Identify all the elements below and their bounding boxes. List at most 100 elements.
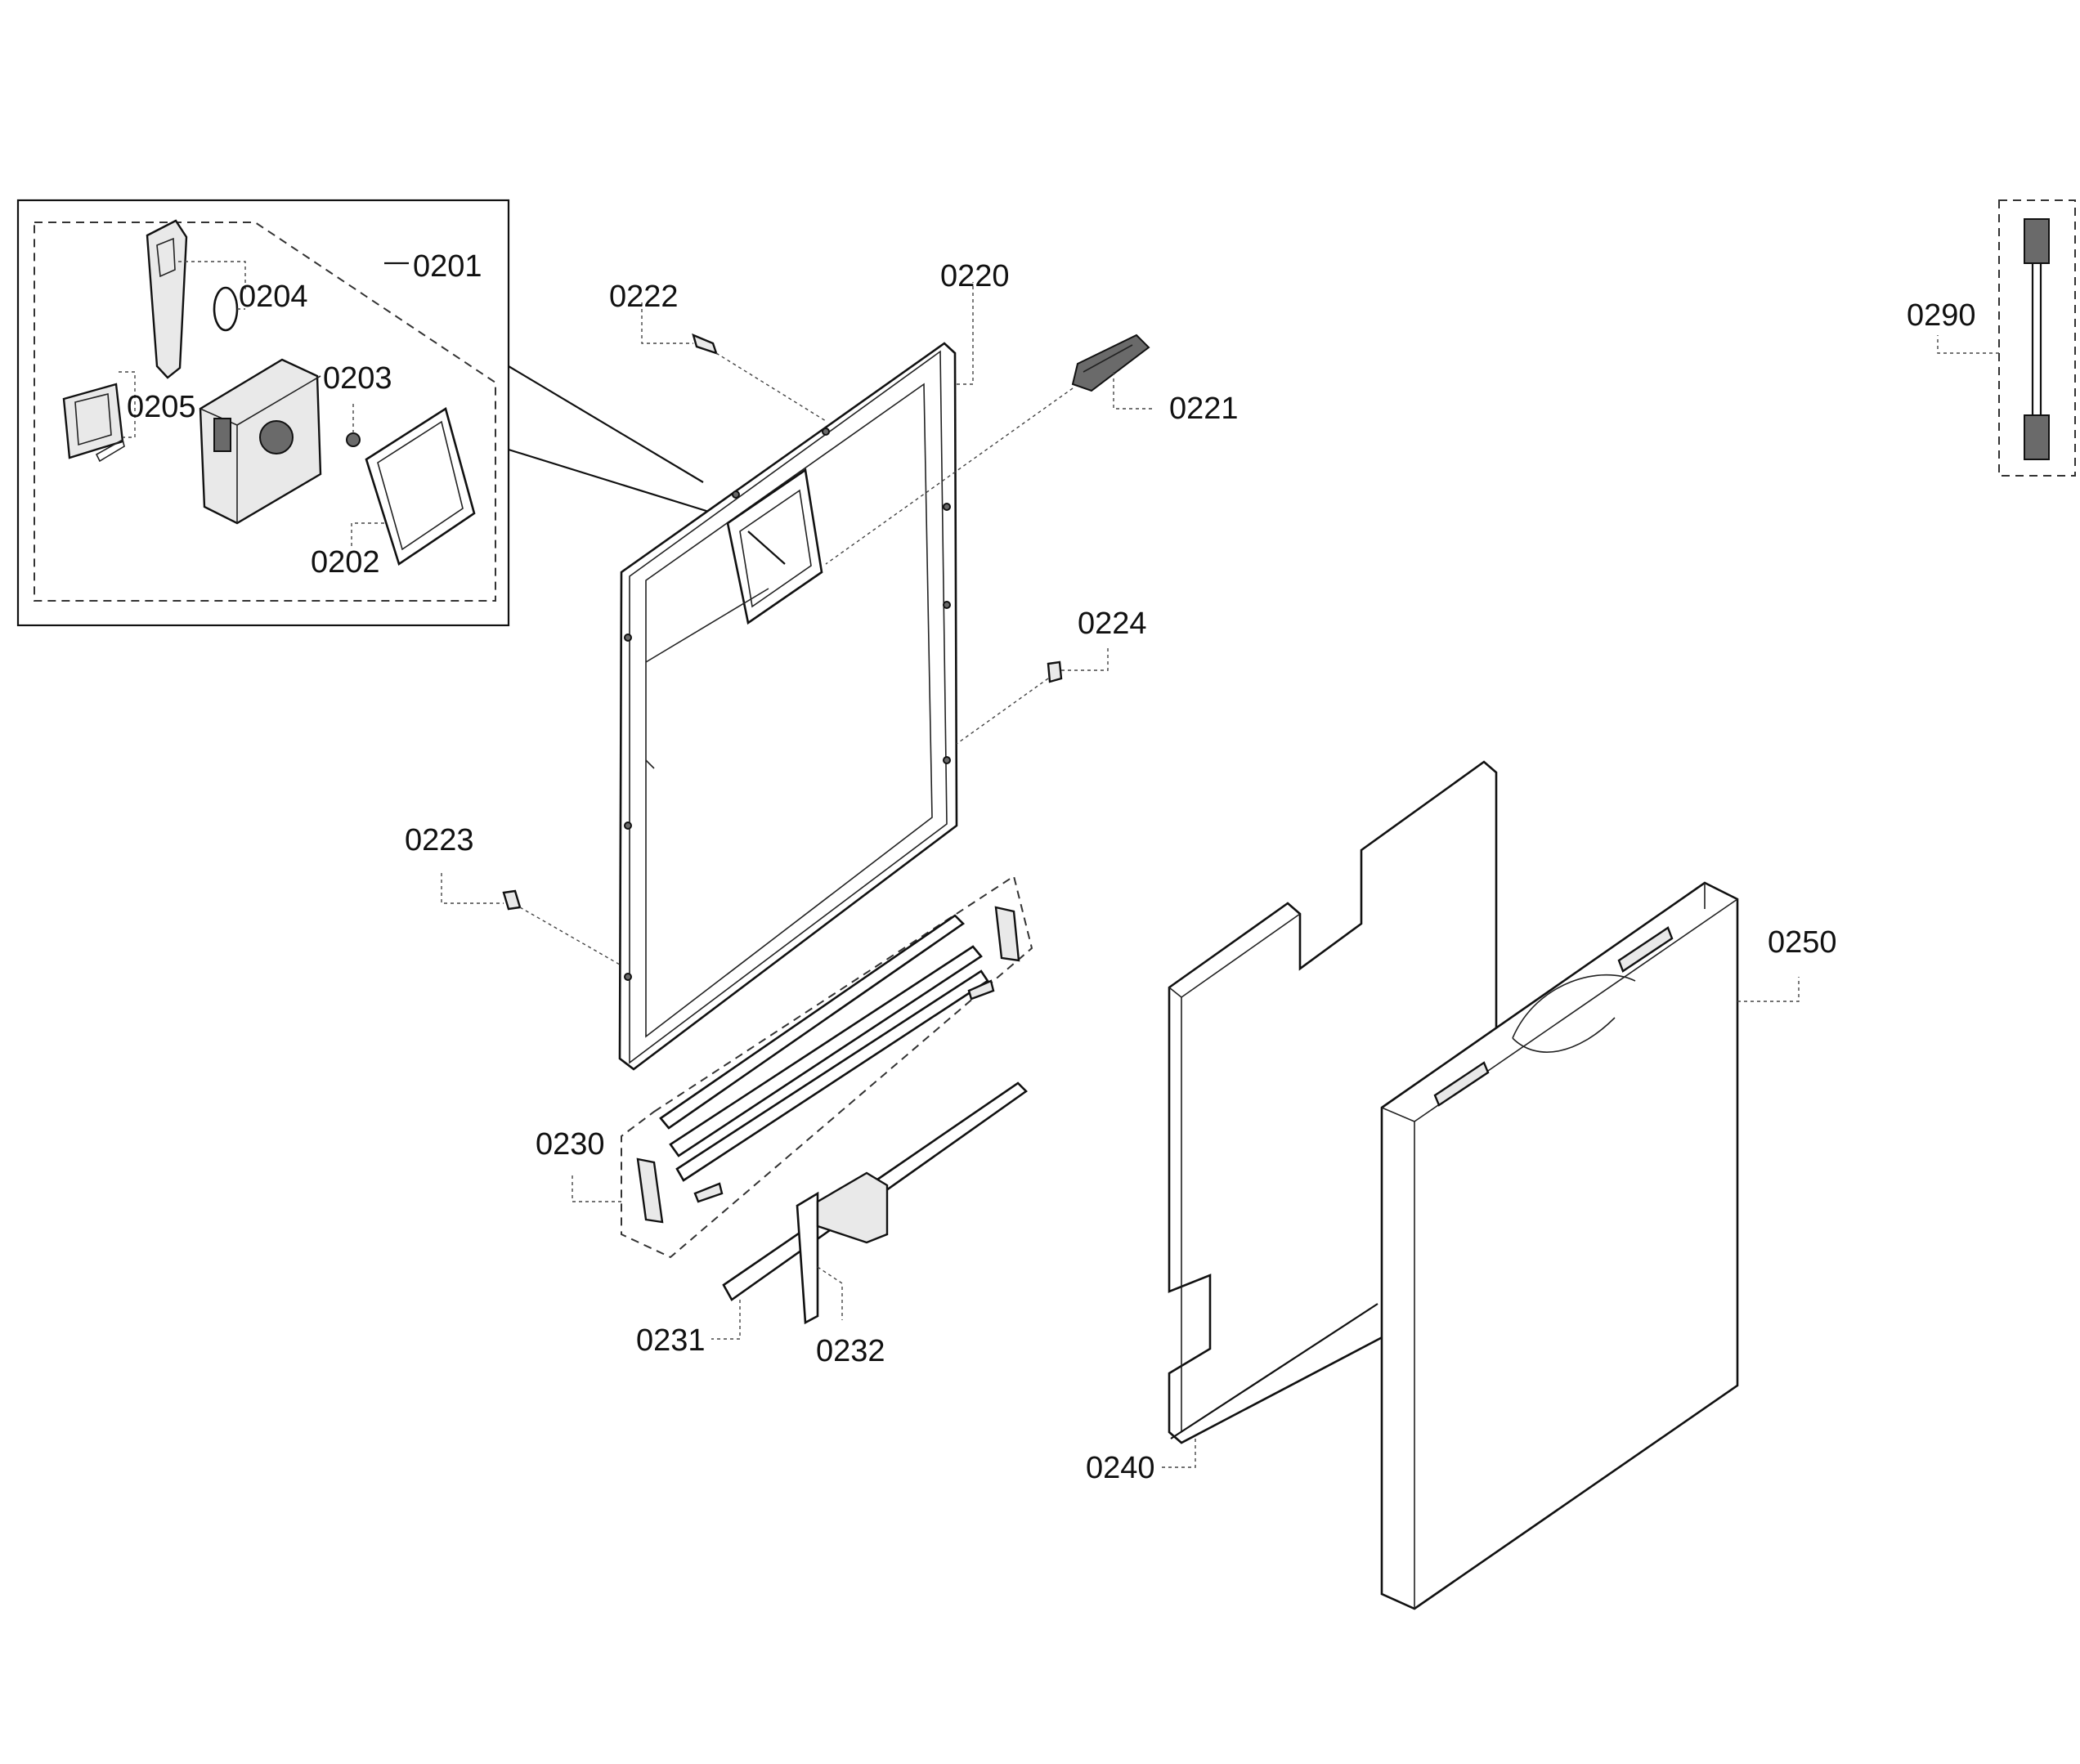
hinge-bracket-left [636, 1157, 664, 1224]
label-0230: 0230 [536, 1127, 605, 1162]
hose-fitting-bottom [2024, 414, 2050, 460]
frame-hole [943, 756, 951, 764]
frame-hole [624, 973, 632, 981]
latch-0221-detail [1083, 344, 1133, 373]
leader-0222-path [715, 352, 827, 422]
hose-group-dashed [1998, 199, 2076, 477]
dispenser-lid-line [747, 531, 786, 565]
hinge-bracket-right [994, 906, 1020, 962]
outer-panel-0250-tab-upper [1617, 926, 1674, 973]
hinge-pin-right [967, 979, 995, 1001]
outer-panel-0250-tab-lower [1433, 1061, 1490, 1107]
label-0204: 0204 [239, 280, 308, 314]
control-module-port [213, 418, 231, 452]
leader-0240 [1161, 1439, 1196, 1468]
label-0203: 0203 [323, 361, 392, 396]
label-0220: 0220 [940, 259, 1010, 293]
label-0232: 0232 [816, 1334, 885, 1368]
leader-0250 [1737, 977, 1800, 1002]
leader-0221-path [825, 387, 1074, 565]
leader-0232 [817, 1266, 843, 1320]
hinge-assembly-0230 [572, 875, 1033, 1259]
inset-leader-lower [508, 448, 720, 517]
leader-0224-path [956, 678, 1049, 745]
gasket-frame-inner [377, 420, 464, 551]
hinge-rail-2 [669, 945, 983, 1157]
door-frame-rim [629, 350, 948, 1064]
screw-0222-shape [692, 333, 718, 355]
hose-0290 [1937, 199, 2076, 477]
screw-part-0205 [95, 438, 125, 463]
label-0290: 0290 [1907, 298, 1976, 333]
screw-0223 [441, 873, 621, 965]
bracket-0232 [796, 1171, 889, 1325]
inset-outer-frame [16, 199, 510, 627]
door-frame-outer [618, 342, 958, 1071]
detail-inset [16, 199, 720, 627]
label-0202: 0202 [311, 545, 380, 580]
label-0224: 0224 [1078, 607, 1147, 641]
dispenser-opening [726, 468, 823, 625]
inset-leader-upper [508, 365, 704, 483]
hinge-rail-3 [675, 969, 989, 1182]
outer-panel-0250-line [1170, 1303, 1378, 1439]
hinge-rail-1 [659, 914, 966, 1130]
latch-0221 [825, 334, 1153, 565]
label-0231: 0231 [636, 1323, 706, 1358]
label-0221: 0221 [1169, 392, 1239, 426]
outer-panel-0250-cutout-lower [1512, 1017, 1616, 1053]
frame-hole [624, 634, 632, 642]
leader-0222 [641, 302, 693, 344]
frame-hole [732, 490, 740, 499]
control-module-top-edge [236, 375, 321, 426]
door-inner-frame-0220 [618, 282, 974, 1071]
label-0201: 0201 [413, 249, 482, 284]
frame-hole [943, 601, 951, 609]
leader-0221 [1113, 372, 1153, 410]
leader-0290 [1937, 335, 1999, 354]
leader-0205 [119, 371, 136, 438]
handle-part-0204 [146, 219, 188, 379]
leader-0231 [711, 1300, 741, 1340]
leader-0220 [957, 282, 974, 385]
control-module-knob [259, 420, 294, 454]
dispenser-opening-inner [739, 489, 812, 608]
handle-detail [156, 237, 176, 278]
screw-0222 [641, 302, 827, 422]
panel-0240-top-edge [1181, 913, 1301, 998]
frame-detail-line [645, 588, 769, 663]
screw-0224-shape [1047, 660, 1063, 683]
label-0250: 0250 [1768, 925, 1837, 960]
bracket-inner [74, 392, 112, 446]
ring-part-0204 [213, 286, 239, 332]
leader-0204 [178, 261, 246, 293]
latch-0221-shape [1071, 334, 1150, 392]
bracket-0232-top [816, 1171, 889, 1244]
bracket-part-0205 [62, 383, 124, 459]
leader-0230 [572, 1173, 621, 1202]
hinge-pin-left [693, 1182, 724, 1203]
frame-hole [943, 503, 951, 511]
small-part-0203 [346, 432, 361, 447]
screw-0224 [956, 646, 1109, 745]
leader-0223-path [519, 907, 621, 965]
bracket-0232-stem [796, 1191, 819, 1325]
inset-dashed-group [34, 222, 496, 602]
label-0205: 0205 [127, 390, 196, 424]
hose-fitting-top [2024, 218, 2050, 264]
frame-hole [822, 428, 830, 436]
leader-0202 [351, 522, 384, 548]
door-frame-inner [645, 383, 933, 1038]
label-0223: 0223 [405, 823, 474, 857]
leader-0224 [1061, 646, 1109, 671]
frame-detail-line [645, 759, 655, 769]
frame-hole [624, 822, 632, 830]
outer-panel-0250-cutout [1512, 974, 1636, 1039]
screw-0223-shape [502, 889, 522, 911]
hinge-group-dashed [621, 875, 1033, 1259]
outer-panel-0250 [1170, 881, 1800, 1610]
leader-0223 [441, 873, 504, 904]
label-0240: 0240 [1086, 1451, 1155, 1485]
label-0222: 0222 [609, 280, 679, 314]
